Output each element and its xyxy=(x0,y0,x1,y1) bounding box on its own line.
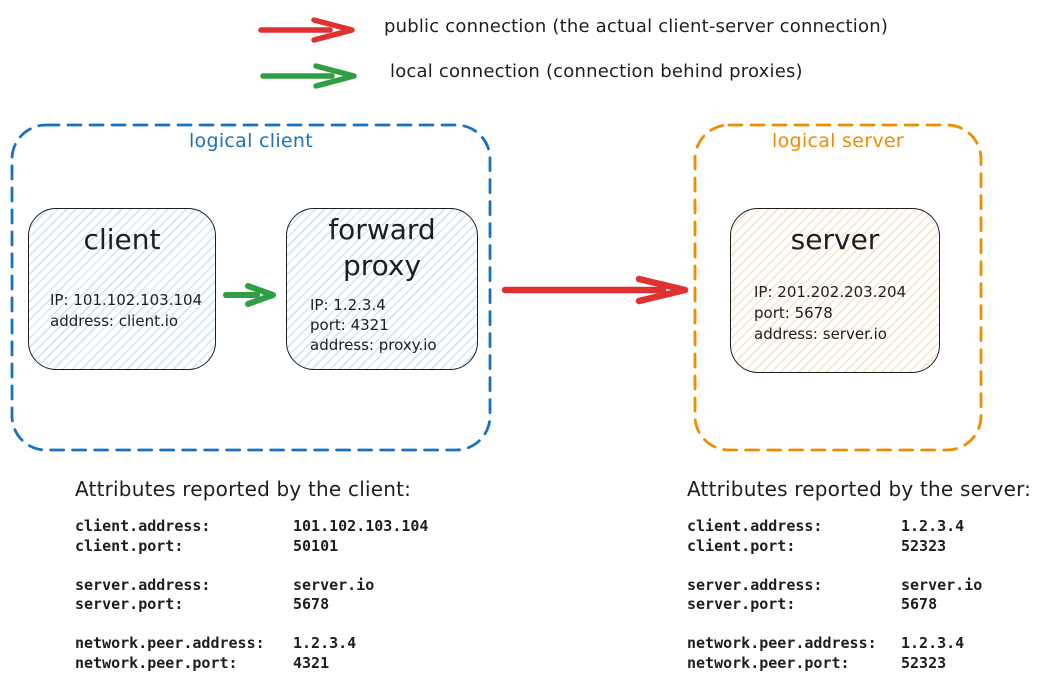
attr-key: network.peer.address: xyxy=(687,634,877,652)
attr-group: client.address: 101.102.103.104 client.po… xyxy=(75,517,428,556)
attr-value: 52323 xyxy=(901,653,947,672)
attr-value: 52323 xyxy=(901,536,947,555)
table-row: server.address: server.io xyxy=(75,576,428,596)
public-connection-label: public connection (the actual client-ser… xyxy=(384,16,889,37)
attr-value: 5678 xyxy=(901,595,938,613)
client-attributes-panel: Attributes reported by the client: clien… xyxy=(75,477,428,673)
server-attributes-panel: Attributes reported by the server: clien… xyxy=(687,477,1031,673)
attr-key: network.peer.port: xyxy=(687,653,850,672)
attr-value: 5678 xyxy=(293,595,330,613)
server-node-title: server xyxy=(790,223,880,256)
attr-key: server.address: xyxy=(75,575,211,594)
client-node: client IP: 101.102.103.104 address: clie… xyxy=(28,208,216,370)
public-connection-arrow-icon xyxy=(258,17,355,43)
client-attributes-heading: Attributes reported by the client: xyxy=(75,477,412,501)
server-attributes-heading: Attributes reported by the server: xyxy=(687,477,1032,501)
attr-value: 50101 xyxy=(293,536,339,555)
client-attributes-table: client.address: 101.102.103.104 client.po… xyxy=(75,517,428,673)
server-node-port: port: 5678 xyxy=(754,304,833,322)
attr-key: client.port: xyxy=(75,536,184,555)
attr-key: client.port: xyxy=(687,536,796,555)
table-row: client.port: 50101 xyxy=(75,537,428,557)
table-row: client.port: 52323 xyxy=(687,537,1031,557)
client-node-ip: IP: 101.102.103.104 xyxy=(50,291,203,309)
attr-group: network.peer.address: 1.2.3.4 network.pee… xyxy=(687,634,1031,673)
attr-value: server.io xyxy=(293,575,375,594)
server-node: server IP: 201.202.203.204 port: 5678 ad… xyxy=(730,208,940,373)
attr-group: client.address: 1.2.3.4 client.port: 52323 xyxy=(687,517,1031,556)
logical-server-border xyxy=(693,123,983,452)
client-node-address: address: client.io xyxy=(50,312,179,330)
forward-proxy-node-title: forward proxy xyxy=(328,213,436,282)
attr-value: 4321 xyxy=(293,653,330,672)
table-row: network.peer.address: 1.2.3.4 xyxy=(687,634,1031,654)
local-connection-label: local connection (connection behind prox… xyxy=(390,61,803,82)
server-node-address: address: server.io xyxy=(754,325,887,343)
logical-client-border xyxy=(10,123,492,452)
local-connection-arrow-icon xyxy=(260,63,357,89)
local-connection-diagram-arrow-icon xyxy=(223,283,276,307)
attr-group: server.address: server.io server.port: 567… xyxy=(75,576,428,615)
forward-proxy-node-port: port: 4321 xyxy=(310,316,389,334)
attr-key: server.port: xyxy=(687,595,796,613)
attr-key: network.peer.address: xyxy=(75,634,265,652)
logical-client-group: logical client client IP: 101.102.103.10… xyxy=(10,123,492,452)
attr-key: client.address: xyxy=(687,517,823,535)
server-node-info: IP: 201.202.203.204 port: 5678 address: … xyxy=(754,282,906,345)
table-row: network.peer.port: 52323 xyxy=(687,654,1031,674)
forward-proxy-node-address: address: proxy.io xyxy=(310,336,437,354)
forward-proxy-node-info: IP: 1.2.3.4 port: 4321 address: proxy.io xyxy=(310,295,437,355)
attr-key: server.port: xyxy=(75,595,184,613)
forward-proxy-node: forward proxy IP: 1.2.3.4 port: 4321 add… xyxy=(286,208,478,370)
public-connection-diagram-arrow-icon xyxy=(501,275,689,305)
table-row: server.port: 5678 xyxy=(687,595,1031,615)
table-row: network.peer.port: 4321 xyxy=(75,654,428,674)
table-row: client.address: 101.102.103.104 xyxy=(75,517,428,537)
server-attributes-table: client.address: 1.2.3.4 client.port: 52323… xyxy=(687,517,1031,673)
attr-value: server.io xyxy=(901,575,983,594)
attr-key: server.address: xyxy=(687,575,823,594)
attr-value: 1.2.3.4 xyxy=(901,517,965,535)
attr-value: 101.102.103.104 xyxy=(293,517,429,535)
table-row: client.address: 1.2.3.4 xyxy=(687,517,1031,537)
client-node-info: IP: 101.102.103.104 address: client.io xyxy=(50,290,202,332)
attr-key: client.address: xyxy=(75,517,211,535)
logical-server-group: logical server server IP: 201.202.203.20… xyxy=(693,123,983,452)
table-row: network.peer.address: 1.2.3.4 xyxy=(75,634,428,654)
table-row: server.address: server.io xyxy=(687,576,1031,596)
attr-value: 1.2.3.4 xyxy=(293,634,357,652)
attr-group: network.peer.address: 1.2.3.4 network.pee… xyxy=(75,634,428,673)
logical-client-label: logical client xyxy=(188,130,314,152)
forward-proxy-node-ip: IP: 1.2.3.4 xyxy=(310,296,386,314)
attr-key: network.peer.port: xyxy=(75,653,238,672)
table-row: server.port: 5678 xyxy=(75,595,428,615)
logical-server-label: logical server xyxy=(772,130,904,152)
attr-value: 1.2.3.4 xyxy=(901,634,965,652)
client-node-title: client xyxy=(83,223,161,256)
server-node-ip: IP: 201.202.203.204 xyxy=(754,283,907,301)
attr-group: server.address: server.io server.port: 567… xyxy=(687,576,1031,615)
